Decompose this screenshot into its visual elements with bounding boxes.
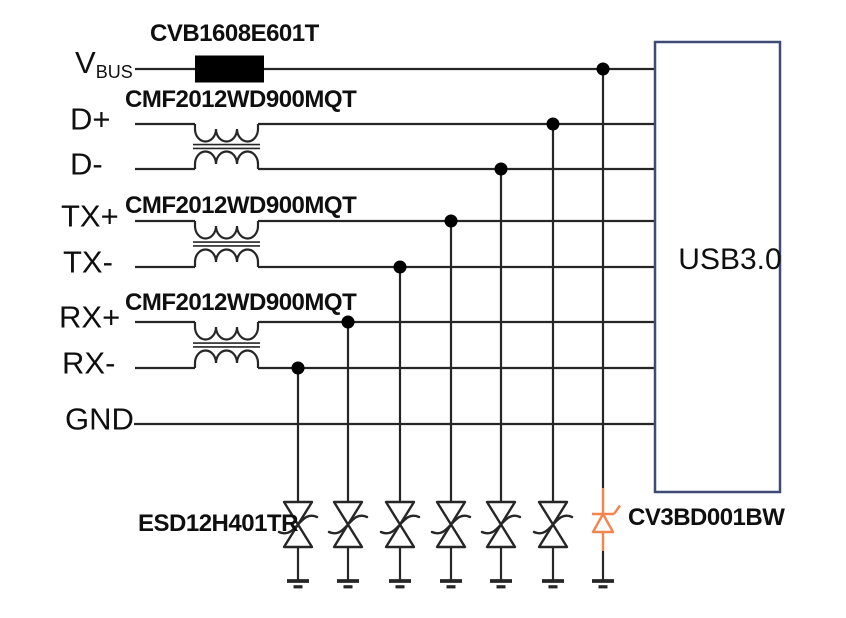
pin-label-text: RX+ <box>59 299 121 335</box>
ferrite-bead <box>195 55 264 83</box>
usb3-box <box>653 40 782 494</box>
tvs-diode-top-triangle <box>537 500 569 526</box>
junction-dot <box>291 361 305 375</box>
choke-label-2: CMF2012WD900MQT <box>125 289 357 316</box>
junction-dot <box>596 62 610 76</box>
tvs-diode-bottom-triangle <box>537 523 569 549</box>
choke-bottom-winding <box>193 248 260 267</box>
pin-label-rxminus: RX- <box>62 348 115 379</box>
choke-top-winding <box>193 124 260 143</box>
pin-label-txplus: TX+ <box>61 201 119 232</box>
vbus-tvs-label: CV3BD001BW <box>628 504 785 531</box>
pin-label-gnd: GND <box>65 404 134 435</box>
pin-label-text: GND <box>65 401 134 437</box>
tvs-diode-squiggle <box>379 514 421 535</box>
pin-label-text: TX- <box>63 244 113 280</box>
tvs-diode-top-triangle <box>384 500 416 526</box>
tvs-diode-squiggle <box>480 514 522 535</box>
tvs-diode-top-triangle <box>435 500 467 526</box>
choke-label-1: CMF2012WD900MQT <box>125 192 357 219</box>
pin-label-dplus: D+ <box>70 104 111 135</box>
tvs-diode-bottom-triangle <box>435 523 467 549</box>
pin-label-dminus: D- <box>70 149 103 180</box>
tvs-diode-squiggle <box>327 514 369 535</box>
pin-label-txminus: TX- <box>63 247 113 278</box>
pin-label-subscript: BUS <box>95 62 133 82</box>
tvs-orange-triangle <box>591 512 615 534</box>
junction-dot <box>494 162 508 176</box>
tvs-diode-squiggle <box>532 514 574 535</box>
pin-label-text: D+ <box>70 101 111 137</box>
junction-dot <box>393 260 407 274</box>
pin-label-text: TX+ <box>61 198 119 234</box>
pin-label-text: D- <box>70 146 103 182</box>
choke-bottom-winding <box>193 349 260 368</box>
choke-top-winding <box>193 322 260 341</box>
usb3-box-label: USB3.0 <box>678 243 782 276</box>
tvs-diode-bottom-triangle <box>332 523 364 549</box>
tvs-diode-top-triangle <box>282 500 314 526</box>
esd-array-label: ESD12H401TR <box>138 510 298 537</box>
choke-bottom-winding <box>193 150 260 169</box>
ferrite-bead-label: CVB1608E601T <box>150 20 319 47</box>
pin-label-rxplus: RX+ <box>59 302 120 333</box>
tvs-diode-top-triangle <box>332 500 364 526</box>
pin-label-text: V <box>75 45 96 80</box>
tvs-diode-bottom-triangle <box>485 523 517 549</box>
choke-top-winding <box>193 221 260 240</box>
pin-label-vbus: VBUS <box>75 47 133 81</box>
tvs-diode-bottom-triangle <box>384 523 416 549</box>
junction-dot <box>341 315 355 329</box>
tvs-orange-cathode-tick <box>613 504 621 515</box>
tvs-diode-top-triangle <box>485 500 517 526</box>
choke-label-0: CMF2012WD900MQT <box>125 86 357 113</box>
tvs-diode-squiggle <box>430 514 472 535</box>
pin-label-text: RX- <box>62 345 116 381</box>
junction-dot <box>546 117 560 131</box>
tvs-diode-squiggle <box>277 514 319 535</box>
junction-dot <box>444 214 458 228</box>
